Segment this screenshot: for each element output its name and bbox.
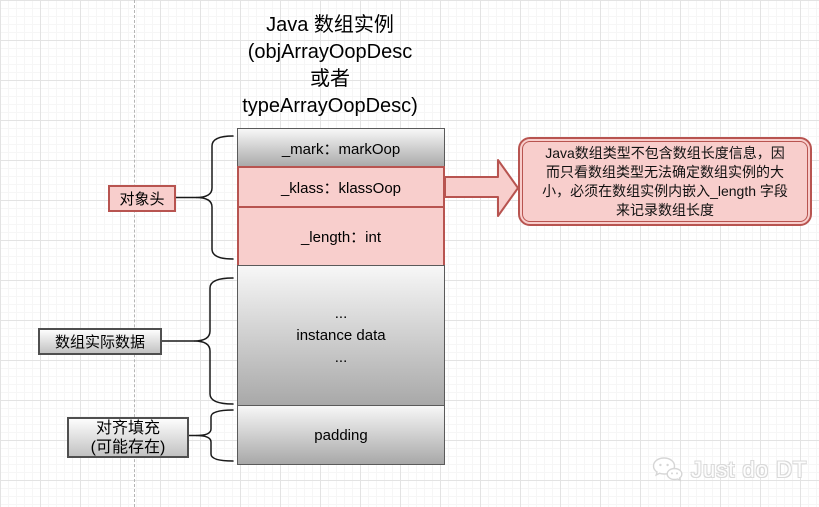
title-line-4: typeArrayOopDesc) [242, 95, 418, 117]
padding-box: padding [237, 405, 445, 465]
callout-arrow [444, 159, 519, 217]
title-line-2: (objArrayOopDesc [247, 41, 413, 63]
array-data-brace [193, 277, 234, 405]
callout-line-1: Java数组类型不包含数组长度信息，因 [545, 144, 785, 161]
align-padding-text-line1: 对齐填充 [95, 419, 160, 437]
callout-line-2: 而只看数组类型无法确定数组实例的大 [546, 163, 784, 180]
watermark: Just do DT [652, 456, 807, 484]
label-align-padding: 对齐填充 (可能存在) [67, 417, 189, 458]
klass-field-label: _klass：klassOop [280, 179, 402, 197]
label-object-header: 对象头 [108, 185, 176, 212]
mark-field-box: _mark：markOop [237, 128, 445, 168]
length-field-box: _length：int [237, 206, 445, 267]
label-array-data: 数组实际数据 [38, 328, 162, 355]
instance-data-dots-bottom: ... [334, 349, 348, 366]
callout-line-3: 小，必须在数组实例内嵌入_length 字段 [542, 182, 788, 199]
callout-note-body: Java数组类型不包含数组长度信息，因 而只看数组类型无法确定数组实例的大 小，… [522, 141, 808, 222]
object-header-text: 对象头 [119, 191, 165, 208]
instance-data-label: instance data [296, 327, 386, 344]
padding-label: padding [314, 426, 368, 444]
length-field-label: _length：int [300, 229, 382, 246]
page-boundary-line [134, 0, 135, 507]
instance-data-dots-top: ... [334, 305, 348, 322]
callout-line-4: 来记录数组长度 [616, 201, 714, 218]
klass-field-box: _klass：klassOop [237, 166, 445, 208]
object-header-brace [195, 135, 234, 260]
wechat-icon [652, 457, 683, 482]
title-line-1: Java 数组实例 [266, 14, 394, 36]
diagram-title: Java 数组实例 (objArrayOopDesc 或者 typeArrayO… [187, 12, 473, 120]
watermark-text: Just do DT [691, 457, 808, 482]
align-padding-text-line2: (可能存在) [90, 438, 166, 456]
title-line-3: 或者 [310, 68, 350, 90]
padding-brace [195, 409, 234, 462]
array-data-text: 数组实际数据 [54, 334, 145, 351]
callout-note: Java数组类型不包含数组长度信息，因 而只看数组类型无法确定数组实例的大 小，… [518, 137, 812, 226]
mark-field-label: _mark：markOop [281, 140, 401, 158]
instance-data-box: ... instance data ... [237, 265, 445, 407]
